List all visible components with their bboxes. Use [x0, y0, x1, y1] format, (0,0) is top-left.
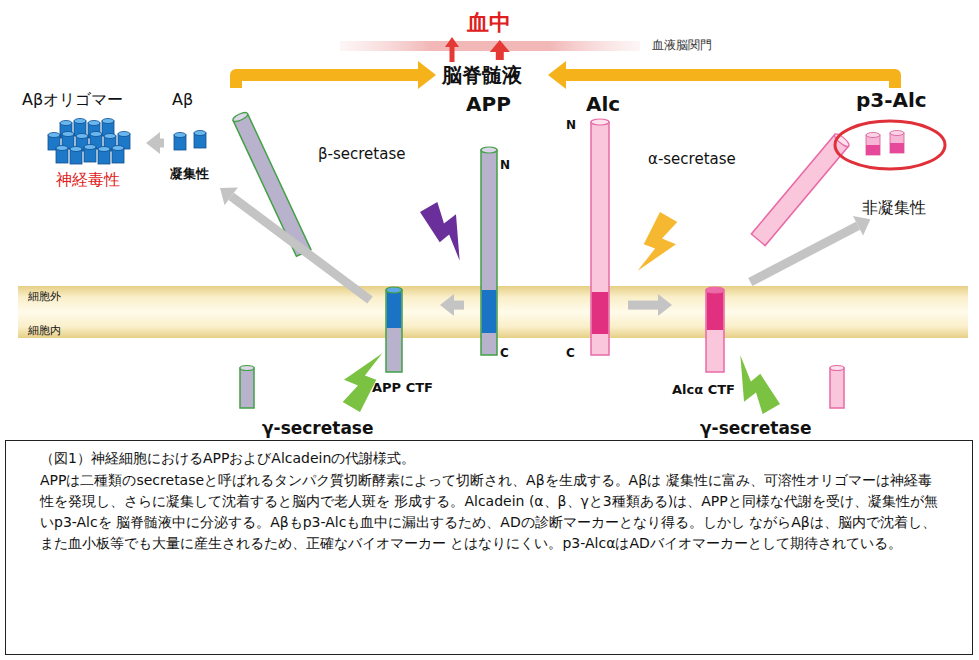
flow-arrow [566, 75, 895, 88]
annotation-label: 細胞内 [28, 324, 61, 337]
beta-secretase-bolt [420, 197, 477, 266]
node-text: N [566, 118, 576, 132]
node-text: Alcα CTF [672, 382, 735, 398]
node-text: C [566, 346, 575, 360]
diagram-node: APP CTF [370, 282, 440, 402]
annotation-label: γ-secretase [700, 418, 812, 438]
node-text: APP [466, 92, 511, 116]
small-red-arrow [445, 37, 459, 62]
node-text: 凝集性 [170, 166, 209, 182]
flow-arrow [160, 139, 164, 148]
app-ctf [386, 287, 402, 372]
barrier-band [340, 41, 640, 51]
flow-arrow [231, 196, 370, 300]
node-text: 血中 [467, 10, 511, 36]
diagram-node: Aβオリゴマー神経毒性 [18, 88, 146, 196]
diagram-node: 脳脊髄液 [436, 60, 548, 90]
node-text: Alc [586, 92, 620, 116]
caption-box [6, 441, 973, 655]
annotation-label: α-secretase [648, 150, 736, 168]
annotation-label: γ-secretase [262, 418, 374, 438]
abeta-peptide [174, 131, 206, 151]
diagram-node: p3-Alc 非凝集性 [832, 88, 952, 219]
annotation-label: 血液脳関門 [652, 38, 712, 52]
diagram-node: 血中 [462, 8, 518, 40]
node-text: Aβ [172, 90, 193, 109]
node-text: C [500, 346, 509, 360]
diagram-node: Aβ 凝集性 [164, 88, 244, 188]
app-protein [481, 147, 497, 355]
node-text: 神経毒性 [56, 170, 120, 189]
app-n-fragment [232, 111, 311, 256]
diagram-node: Alcα CTF [672, 282, 762, 402]
annotation-label: 細胞外 [28, 290, 61, 303]
cell-membrane [18, 286, 968, 338]
gamma-secretase-bolt [334, 343, 391, 412]
p3-alc-peptide [866, 131, 904, 156]
diagram-node: APP N C [464, 92, 524, 367]
node-text: Aβオリゴマー [22, 90, 123, 109]
node-text: 非凝集性 [862, 198, 926, 217]
alpha-secretase-bolt [629, 212, 686, 281]
annotation-label: β-secretase [318, 145, 405, 163]
node-text: N [500, 158, 510, 172]
diagram-node: AlcN C [560, 92, 628, 367]
node-text: p3-Alc [856, 88, 927, 112]
alc-icd [830, 366, 844, 409]
app-icd [240, 366, 254, 409]
flow-arrow [454, 301, 464, 310]
annotation-label: APPは二種類のsecretaseと呼ばれるタンパク質切断酵素によって切断され、… [40, 470, 945, 554]
flow-arrow [628, 301, 658, 310]
node-text: 脳脊髄液 [442, 63, 522, 87]
figure-caption: （図1）神経細胞におけるAPPおよびAlcadeinの代謝様式。 [40, 448, 945, 469]
flow-arrow [236, 75, 418, 88]
flow-arrow [750, 226, 858, 282]
node-text: APP CTF [372, 380, 433, 396]
highlight-ellipse [835, 121, 945, 169]
flow-arrow [496, 52, 504, 60]
abeta-oligomer [48, 119, 130, 165]
alc-ctf [706, 287, 724, 372]
alc-protein [591, 119, 609, 355]
